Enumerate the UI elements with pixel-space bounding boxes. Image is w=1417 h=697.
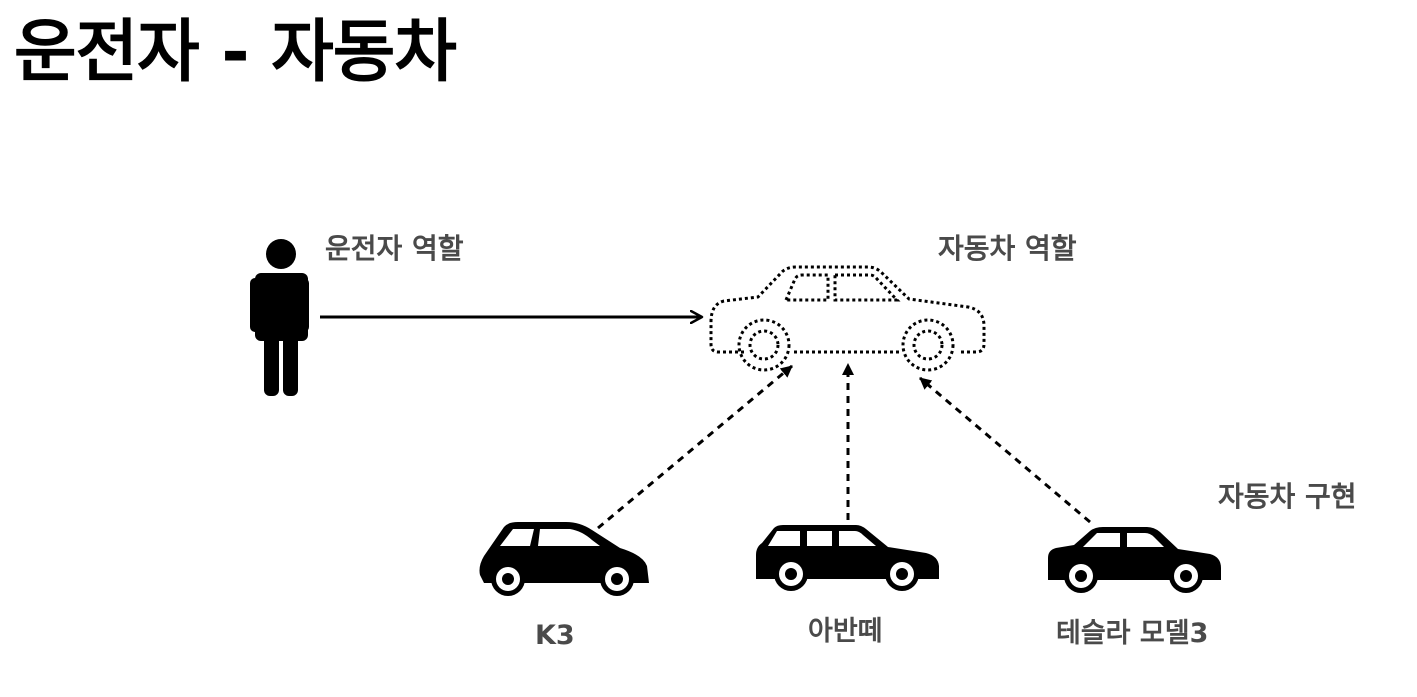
sedan-car-icon	[1048, 527, 1221, 593]
wagon-car-icon	[756, 525, 939, 591]
car-role-label: 자동차 역할	[938, 232, 1077, 265]
avante-label: 아반떼	[808, 616, 883, 647]
dotted-car-outline-icon	[709, 265, 986, 372]
hatchback-car-icon	[479, 522, 649, 596]
driver-role-label: 운전자 역할	[325, 232, 464, 265]
k3-label: K3	[535, 620, 575, 651]
tesla-label: 테슬라 모델3	[1056, 618, 1209, 649]
tesla-to-car-role-arrow	[919, 376, 1091, 524]
person-icon	[250, 239, 309, 396]
k3-to-car-role-arrow	[597, 364, 793, 530]
page-title: 운전자 - 자동차	[14, 13, 457, 92]
car-impl-label: 자동차 구현	[1218, 480, 1357, 513]
